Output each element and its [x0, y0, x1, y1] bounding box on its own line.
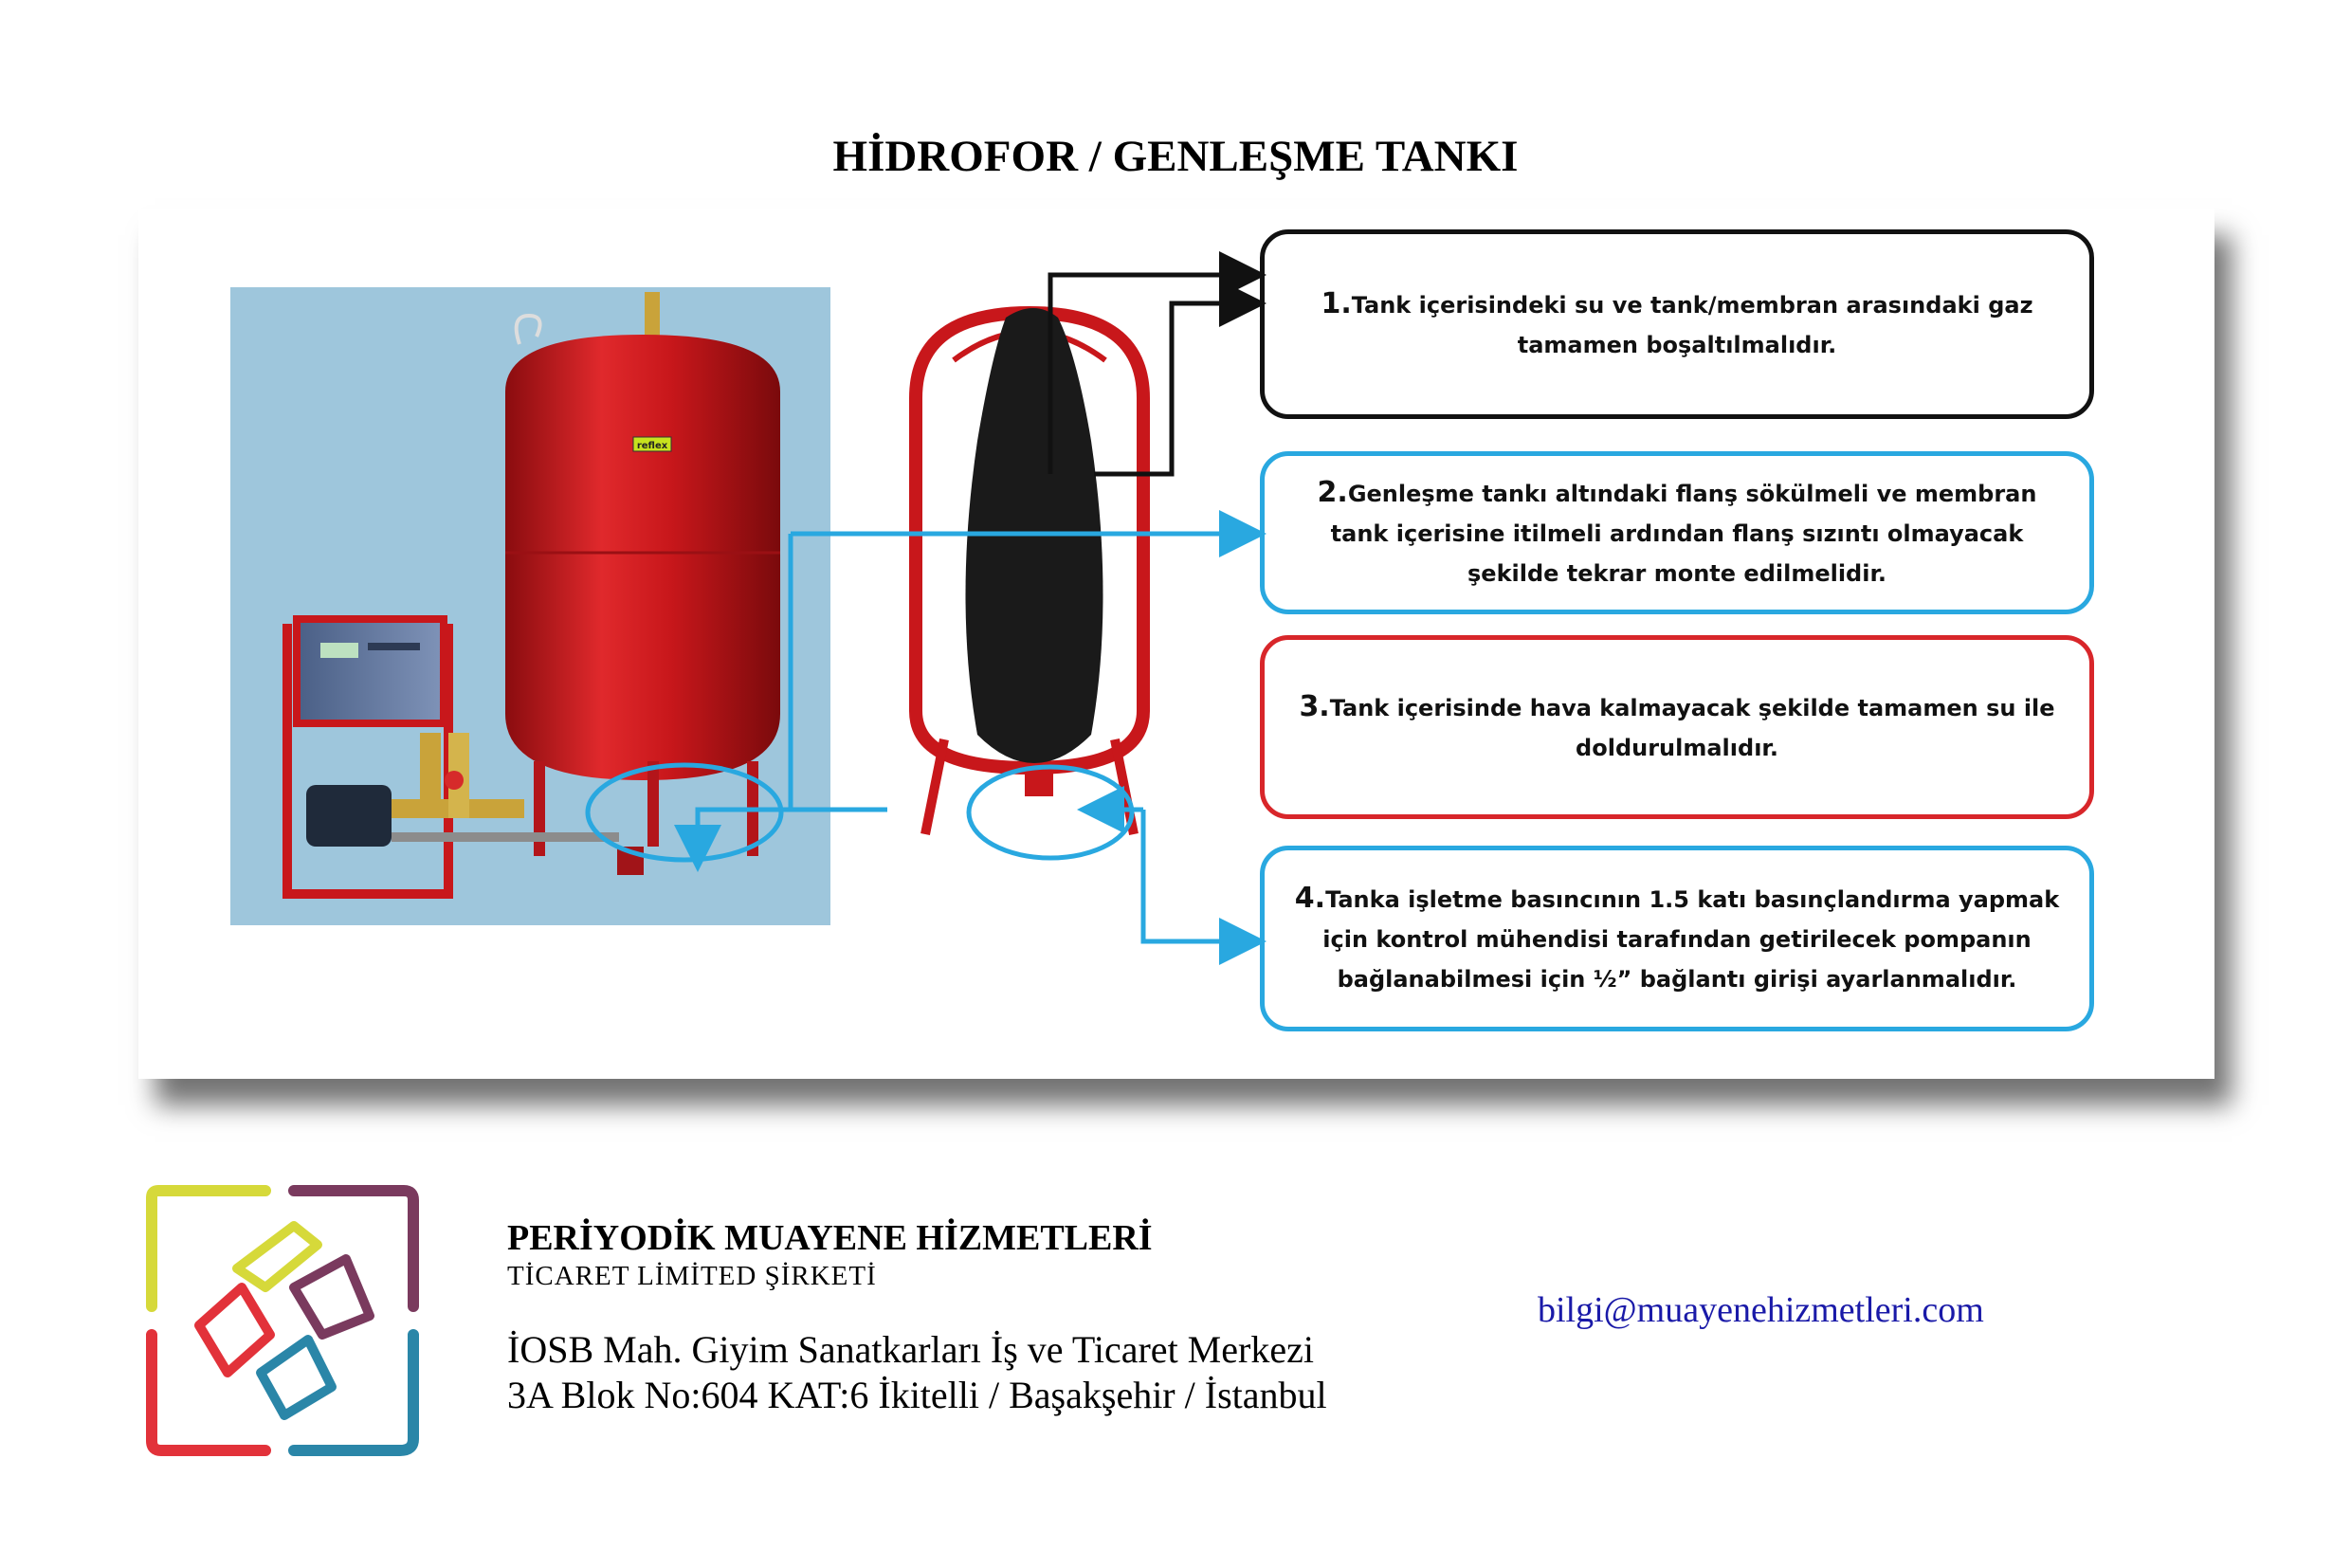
email-link[interactable]: bilgi@muayenehizmetleri.com	[1538, 1290, 1984, 1330]
step-3-text: Tank içerisinde hava kalmayacak şekilde …	[1329, 694, 2055, 761]
step-3-box: 3.Tank içerisinde hava kalmayacak şekild…	[1260, 635, 2094, 819]
company-logo	[146, 1185, 419, 1456]
hydrophore-photo: reflex	[230, 287, 830, 925]
company-name: PERİYODİK MUAYENE HİZMETLERİ	[507, 1218, 1153, 1258]
step-1-number: 1.	[1321, 286, 1352, 320]
step-2-number: 2.	[1317, 475, 1348, 509]
brand-label: reflex	[637, 441, 668, 451]
step-3-number: 3.	[1299, 689, 1330, 723]
step-1-box: 1.Tank içerisindeki su ve tank/membran a…	[1260, 229, 2094, 419]
diagram-panel: reflex	[138, 209, 2214, 1079]
step-4-number: 4.	[1294, 881, 1326, 915]
address-line-2: 3A Blok No:604 KAT:6 İkitelli / Başakşeh…	[507, 1374, 1327, 1416]
step-2-text: Genleşme tankı altındaki flanş sökülmeli…	[1330, 480, 2037, 587]
step-1-text: Tank içerisindeki su ve tank/membran ara…	[1351, 291, 2033, 358]
page-title: HİDROFOR / GENLEŞME TANKI	[832, 132, 1519, 181]
cutaway-tank	[909, 305, 1150, 835]
step-2-box: 2.Genleşme tankı altındaki flanş sökülme…	[1260, 451, 2094, 614]
address-line-1: İOSB Mah. Giyim Sanatkarları İş ve Ticar…	[507, 1328, 1314, 1371]
step-4-box: 4.Tanka işletme basıncının 1.5 katı bası…	[1260, 846, 2094, 1031]
step-4-text: Tanka işletme basıncının 1.5 katı basınç…	[1322, 885, 2060, 993]
company-type: TİCARET LİMİTED ŞİRKETİ	[507, 1261, 877, 1291]
